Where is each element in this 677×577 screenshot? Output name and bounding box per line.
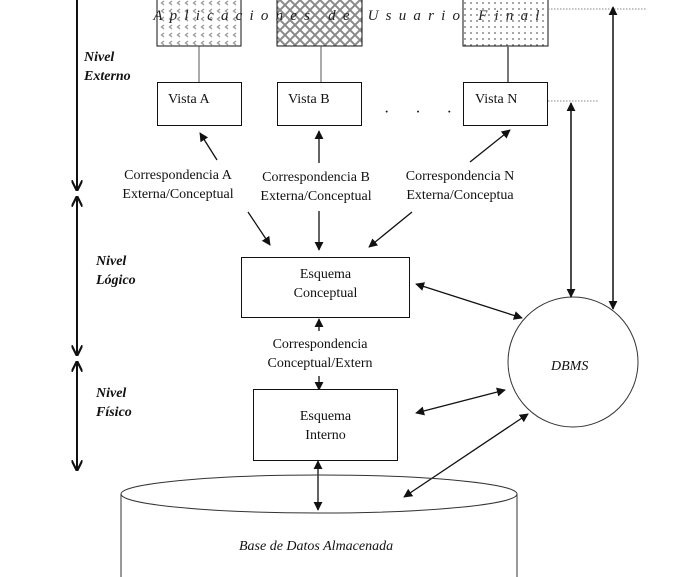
database-cylinder-body [120, 494, 518, 577]
applications-title: Aplicaciones de Usuario Final [153, 8, 547, 24]
level-fisico-line1: Nivel [96, 386, 127, 401]
arrow-dbms-internal [415, 387, 506, 416]
vista-a-box: Vista A [157, 82, 242, 126]
conceptual-schema-line1: Esquema [299, 267, 352, 282]
conceptual-internal-mapping-line1: Correspondencia [272, 337, 368, 352]
level-logico-label: Nivel Lógico [96, 252, 136, 290]
vista-n-label: Vista N [475, 92, 518, 107]
arrow-dbms-conceptual [415, 282, 523, 320]
vista-n-box: Vista N [463, 82, 548, 126]
internal-schema-line1: Esquema [299, 409, 352, 424]
arrow-map-n-to-conceptual [368, 211, 413, 248]
level-logico-line1: Nivel [96, 254, 127, 269]
mapping-a-label: Correspondencia A Externa/Conceptual [108, 166, 248, 204]
internal-schema-line2: Interno [305, 428, 346, 443]
arrow-map-n-to-vista-n [469, 129, 511, 163]
mapping-b-line1: Correspondencia B [262, 170, 370, 185]
mapping-n-label: Correspondencia N Externa/Conceptua [390, 167, 530, 205]
arrow-dbms-database [403, 413, 529, 498]
mapping-a-line2: Externa/Conceptual [122, 187, 234, 202]
internal-schema-label: Esquema Interno [254, 407, 397, 445]
app-box-a [156, 0, 242, 47]
level-externo-line2: Externo [84, 69, 131, 84]
vista-b-label: Vista B [288, 92, 330, 107]
app-box-b [276, 0, 363, 47]
conceptual-schema-box: Esquema Conceptual [241, 257, 410, 318]
database-label: Base de Datos Almacenada [239, 539, 394, 554]
conceptual-internal-mapping-label: Correspondencia Conceptual/Extern [250, 335, 390, 373]
arrow-map-a-to-conceptual [247, 211, 271, 246]
mapping-b-label: Correspondencia B Externa/Conceptual [246, 168, 386, 206]
level-fisico-label: Nivel Físico [96, 384, 132, 422]
conceptual-schema-label: Esquema Conceptual [242, 265, 409, 303]
mapping-a-line1: Correspondencia A [124, 168, 232, 183]
level-fisico-line2: Físico [96, 405, 132, 420]
mapping-n-line1: Correspondencia N [405, 169, 515, 184]
level-externo-line1: Nivel [84, 50, 115, 65]
mapping-n-line2: Externa/Conceptua [406, 188, 514, 203]
vista-b-box: Vista B [277, 82, 362, 126]
arrow-map-a-to-vista-a [199, 132, 218, 161]
dbms-label: DBMS [551, 359, 589, 374]
mapping-b-line2: Externa/Conceptual [260, 189, 372, 204]
internal-schema-box: Esquema Interno [253, 389, 398, 461]
conceptual-schema-line2: Conceptual [293, 286, 358, 301]
level-externo-label: Nivel Externo [84, 48, 131, 86]
level-logico-line2: Lógico [96, 273, 136, 288]
app-box-n [462, 0, 549, 47]
ellipsis: · · · [384, 104, 463, 121]
database-cylinder-top [120, 474, 518, 514]
vista-a-label: Vista A [168, 92, 210, 107]
conceptual-internal-mapping-line2: Conceptual/Extern [267, 356, 373, 371]
